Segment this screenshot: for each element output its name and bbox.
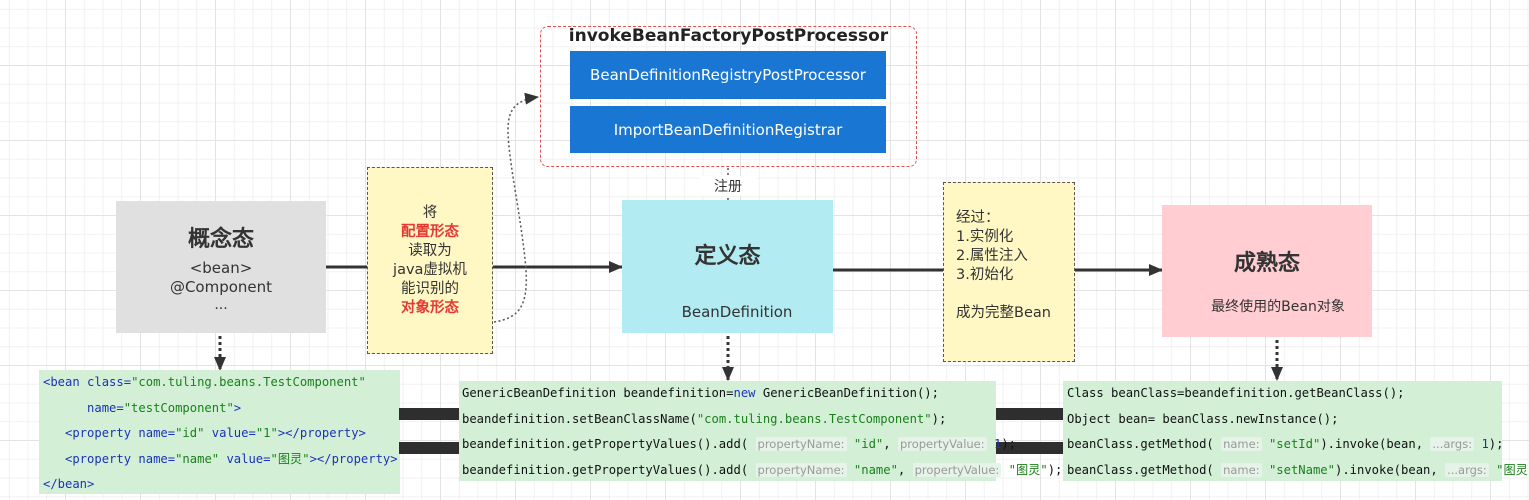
state-concept-line-more: ... [214,297,228,313]
note-read-config-line: 能识别的 [401,280,459,297]
note-read-config-line: java虚拟机 [393,261,467,278]
code-block-xml: <bean class="com.tuling.beans.TestCompon… [39,370,400,494]
code-line: <property name="name" value="图灵"></prope… [43,451,398,466]
code-line: beanClass.getMethod( name: "setId").invo… [1067,437,1504,451]
state-mature-subtitle: 最终使用的Bean对象 [1211,299,1345,315]
state-mature[interactable]: 成熟态 最终使用的Bean对象 [1162,205,1372,337]
processor-group-title: invokeBeanFactoryPostProcessor [568,26,889,46]
code-line: beandefinition.getPropertyValues().add( … [462,437,1016,451]
note-lifecycle-line: 3.初始化 [956,267,1014,283]
state-concept-line-bean: <bean> [189,259,253,277]
code-line: name="testComponent"> [43,400,242,415]
state-concept[interactable]: 概念态 <bean> @Component ... [116,201,326,333]
code-block-mature: Class beanClass=beandefinition.getBeanCl… [1063,381,1529,481]
code-line: GenericBeanDefinition beandefinition=new… [462,386,939,400]
code-line: </bean> [43,477,95,491]
state-definition[interactable]: 定义态 BeanDefinition [622,200,833,333]
code-line: Class beanClass=beandefinition.getBeanCl… [1067,386,1405,400]
note-lifecycle-line: 1.实例化 [956,229,1014,245]
dotted-curve-to-processor [493,92,539,323]
equals-bar [399,442,459,454]
code-line: <property name="id" value="1"></property… [43,426,366,440]
note-lifecycle: 经过： 1.实例化 2.属性注入 3.初始化 成为完整Bean [943,182,1075,362]
state-concept-line-component: @Component [169,278,273,296]
code-block-definition: GenericBeanDefinition beandefinition=new… [459,381,1063,481]
processor-item-registry-post-processor[interactable]: BeanDefinitionRegistryPostProcessor [570,51,886,99]
note-read-config-line: 将 [422,204,438,221]
processor-group-frame [540,26,917,167]
code-line: beandefinition.setBeanClassName("com.tul… [462,411,947,426]
note-read-config-line: 读取为 [408,242,452,259]
equals-bar [996,408,1063,420]
equals-bar [399,408,459,420]
note-read-config-highlight-object: 对象形态 [401,299,459,316]
code-line: Object bean= beanClass.newInstance(); [1067,411,1339,426]
note-lifecycle-line: 经过： [956,210,1000,226]
state-concept-title: 概念态 [187,227,254,252]
code-line: beanClass.getMethod( name: "setName").in… [1067,462,1529,477]
note-lifecycle-spacer [956,285,1074,304]
note-read-config: 将 配置形态 读取为 java虚拟机 能识别的 对象形态 [367,167,493,354]
register-label: 注册 [700,176,756,196]
state-mature-title: 成熟态 [1233,251,1300,276]
code-line: <bean class="com.tuling.beans.TestCompon… [43,375,366,389]
state-definition-subtitle: BeanDefinition [681,303,793,321]
processor-item-import-registrar[interactable]: ImportBeanDefinitionRegistrar [570,106,886,153]
note-lifecycle-line: 成为完整Bean [956,305,1051,321]
equals-bar [996,442,1063,454]
note-read-config-highlight-config: 配置形态 [401,223,459,240]
state-definition-title: 定义态 [694,244,761,269]
code-line: beandefinition.getPropertyValues().add( … [462,462,1063,477]
note-lifecycle-line: 2.属性注入 [956,248,1028,264]
